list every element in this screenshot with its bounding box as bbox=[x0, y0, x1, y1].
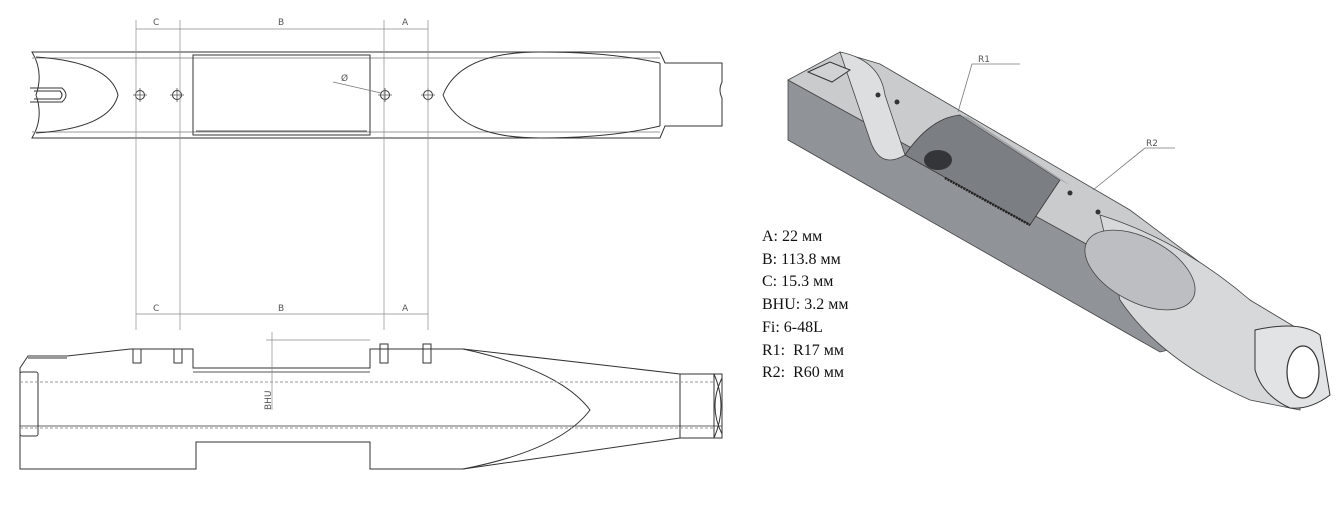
dim-label-b-top: B bbox=[278, 18, 284, 28]
top-view-body-outline bbox=[31, 51, 723, 139]
bhu-label: BHU bbox=[264, 390, 274, 410]
spec-c: C: 15.3 мм bbox=[762, 273, 834, 291]
iso-window-wall bbox=[960, 115, 1070, 185]
top-view-left-slot-inner bbox=[34, 90, 63, 100]
spec-bhu: BHU: 3.2 мм bbox=[762, 296, 849, 314]
isometric-view bbox=[787, 51, 1331, 411]
side-view bbox=[19, 332, 723, 470]
side-view-body-outline bbox=[19, 348, 723, 470]
iso-holes bbox=[875, 92, 1101, 215]
top-view-holes bbox=[133, 88, 435, 102]
dim-label-a-top: A bbox=[402, 18, 409, 28]
dim-label-a-bottom: A bbox=[402, 304, 409, 314]
dim-label-c-bottom: C bbox=[153, 304, 159, 314]
iso-window-grid bbox=[944, 176, 1031, 227]
diameter-leader bbox=[332, 81, 382, 94]
side-view-holes bbox=[132, 343, 432, 364]
top-dimension-lines bbox=[135, 20, 429, 330]
iso-lens-face bbox=[1084, 229, 1196, 311]
iso-tip-bore bbox=[1286, 345, 1320, 399]
iso-window-hole bbox=[924, 150, 952, 170]
spec-b: B: 113.8 мм bbox=[762, 250, 841, 268]
side-view-taper bbox=[462, 348, 591, 470]
top-view bbox=[30, 51, 723, 139]
spec-a: A: 22 мм bbox=[762, 228, 823, 245]
spec-list: A: 22 мм B: 113.8 мм C: 15.3 мм BHU: 3.2… bbox=[762, 226, 848, 385]
r1-label: R1 bbox=[978, 55, 990, 65]
dim-label-b-bottom: B bbox=[278, 304, 284, 314]
diameter-label: Ø bbox=[341, 73, 348, 84]
top-view-right-lens bbox=[442, 51, 661, 139]
spec-fi: Fi: 6-48L bbox=[762, 318, 823, 336]
top-view-left-cut bbox=[35, 56, 119, 134]
iso-window-cavity bbox=[904, 114, 1061, 226]
side-view-tip bbox=[713, 373, 723, 439]
spec-r1: R1: R17 мм bbox=[762, 341, 845, 359]
top-view-window bbox=[192, 54, 371, 136]
iso-bolt-tab bbox=[806, 61, 852, 83]
iso-leaders bbox=[957, 63, 1175, 191]
iso-rear-band bbox=[839, 51, 906, 161]
spec-r2: R2: R60 мм bbox=[762, 364, 845, 382]
top-view-left-slot bbox=[30, 87, 67, 103]
side-view-left-end bbox=[19, 371, 39, 437]
dim-label-c-top: C bbox=[153, 18, 159, 28]
r2-label: R2 bbox=[1146, 139, 1158, 149]
